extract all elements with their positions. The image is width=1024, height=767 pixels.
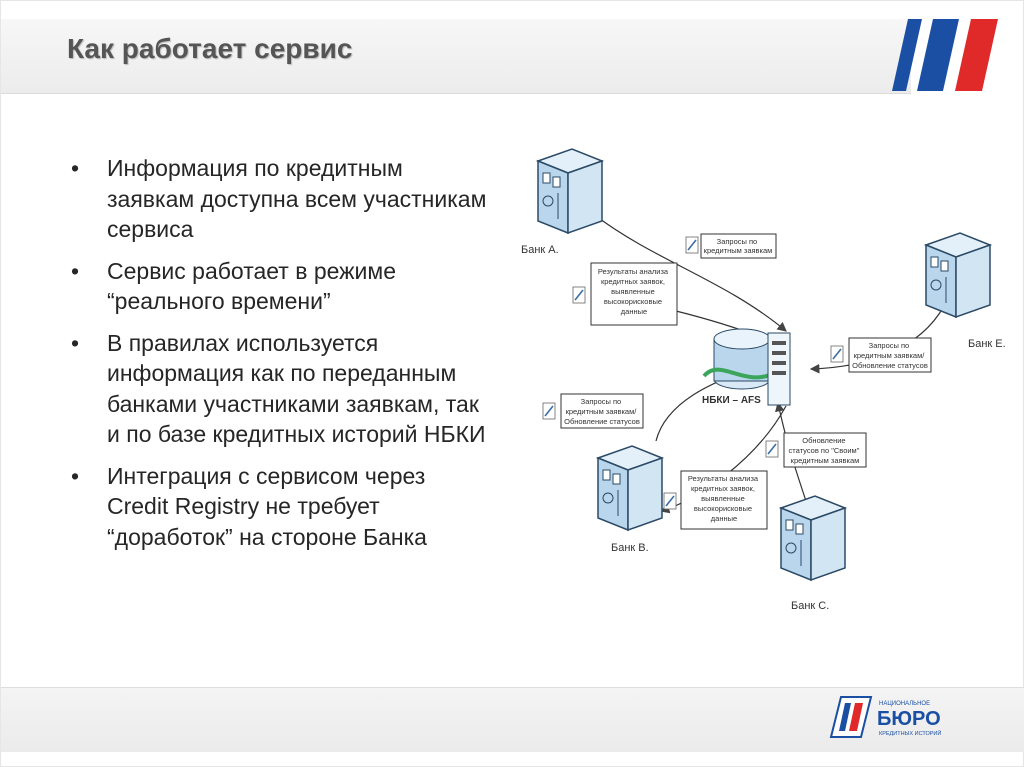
svg-text:Результаты анализа кре: Результаты анализа кредитных заявок, выя… (688, 474, 760, 523)
flag-stripes-logo (892, 19, 998, 91)
bank-e-server-icon (925, 232, 991, 318)
requests-box-b: Запросы по кредитным заявкам/ Обновление… (560, 393, 644, 429)
bullet-dot-icon: • (71, 257, 80, 284)
results-box-a: Результаты анализа кредитных заявок, выя… (590, 262, 678, 326)
bank-c-server-icon (780, 495, 846, 581)
bank-e-label: Банк E. (968, 338, 1006, 350)
requests-box-a: Запросы по кредитным заявкам (700, 233, 777, 259)
nbki-logo: НАЦИОНАЛЬНОЕ БЮРО КРЕДИТНЫХ ИСТОРИЙ (829, 696, 941, 738)
update-box-c: Обновление статусов по "Своим" кредитным… (783, 432, 867, 468)
bank-a-server-icon (537, 148, 603, 234)
requests-box-e: Запросы по кредитным заявкам/ Обновление… (848, 337, 932, 373)
bullet-item: •Информация по кредитным заявкам доступн… (71, 155, 487, 242)
svg-text:БЮРО: БЮРО (877, 708, 941, 730)
slide-title: Как работает сервис (67, 33, 353, 64)
bullet-item: •Интеграция с сервисом через Credit Regi… (71, 462, 427, 550)
bullet-dot-icon: • (71, 155, 80, 181)
document-pen-icon (663, 492, 677, 510)
results-box-b: Результаты анализа кредитных заявок, выя… (680, 470, 768, 530)
document-pen-icon (572, 286, 586, 304)
svg-text:Запросы по кредитным з: Запросы по кредитным заявкам/ Обновление… (564, 397, 640, 426)
bullet-item: •Сервис работает в режиме “реального вре… (71, 257, 396, 315)
bank-c-label: Банк С. (791, 600, 829, 612)
bank-b-label: Банк B. (611, 542, 649, 554)
nbki-afs-label: НБКИ – AFS (702, 395, 761, 406)
svg-text:КРЕДИТНЫХ ИСТОРИЙ: КРЕДИТНЫХ ИСТОРИЙ (879, 729, 941, 737)
bank-b-server-icon (597, 445, 663, 531)
svg-text:Результаты анализа кре: Результаты анализа кредитных заявок, выя… (598, 267, 670, 316)
bullet-item: •В правилах используется информация как … (71, 329, 486, 448)
svg-text:Запросы по кредитным з: Запросы по кредитным заявкам/ Обновление… (852, 341, 928, 370)
document-pen-icon (542, 402, 556, 420)
nbki-afs-hub-icon (702, 328, 791, 406)
svg-text:Обновление статусов по: Обновление статусов по "Своим" кредитным… (789, 436, 862, 465)
service-diagram: Банк А. Банк E. Банк B. Банк С. НБКИ – A… (521, 148, 1006, 612)
svg-text:Запросы по кредитным з: Запросы по кредитным заявкам (704, 237, 773, 255)
document-pen-icon (830, 345, 844, 363)
bank-a-label: Банк А. (521, 244, 559, 256)
document-pen-icon (765, 440, 779, 458)
bullet-dot-icon: • (71, 329, 80, 356)
document-pen-icon (685, 236, 699, 254)
header-band (1, 19, 911, 94)
bullet-list: •Информация по кредитным заявкам доступн… (71, 153, 491, 563)
bullet-dot-icon: • (71, 462, 80, 489)
svg-text:НАЦИОНАЛЬНОЕ: НАЦИОНАЛЬНОЕ (879, 701, 930, 707)
